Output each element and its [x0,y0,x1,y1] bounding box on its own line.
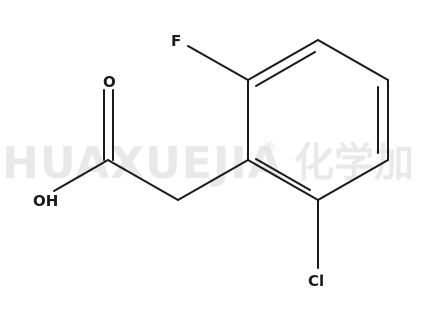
hydroxyl-label: OH [33,192,58,210]
ring-bond-1 [247,39,319,81]
fluorine-label: F [171,32,181,50]
chlorine-label: Cl [308,272,324,290]
bonds [53,39,389,269]
ring-bond-2 [317,39,389,81]
ring-bond-5 [247,159,319,201]
atom-labels: F O OH Cl [33,32,324,290]
ring-ch2-bond [177,159,249,201]
oxygen-label: O [103,73,116,91]
ring-double-bond-inner-1 [255,51,316,87]
c-f-bond [187,45,249,81]
ring-double-bond-inner-3 [255,158,311,191]
ring-bond-4 [317,159,389,201]
watermark-registered-mark: ® [262,140,276,156]
c-oh-bond [53,159,109,192]
ch2-cooh-bond [107,159,179,201]
